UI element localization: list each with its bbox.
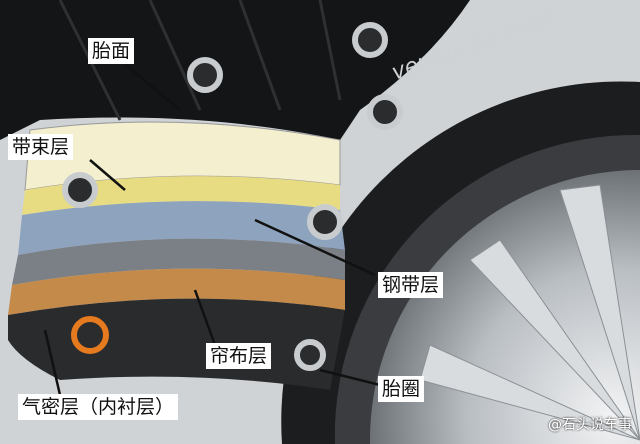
layer-ply xyxy=(12,238,345,285)
layer-inner-liner xyxy=(8,298,345,390)
label-ply: 帘布层 xyxy=(206,343,272,369)
label-inner-liner: 气密层（内衬层） xyxy=(18,394,179,420)
label-tread: 胎面 xyxy=(88,38,135,64)
label-bead: 胎圈 xyxy=(378,376,425,402)
layer-yellow xyxy=(22,176,340,215)
wheel-rim xyxy=(281,81,640,444)
tread-area xyxy=(0,0,470,140)
leader-lines xyxy=(43,59,381,396)
watermark: @石头说车事 xyxy=(548,417,632,433)
label-steel-belt: 钢带层 xyxy=(378,272,444,298)
layer-steel-belt xyxy=(18,201,345,255)
tread-grooves xyxy=(58,0,342,121)
layer-cord xyxy=(8,268,345,315)
markers xyxy=(62,22,403,371)
label-belt: 带束层 xyxy=(8,134,74,160)
